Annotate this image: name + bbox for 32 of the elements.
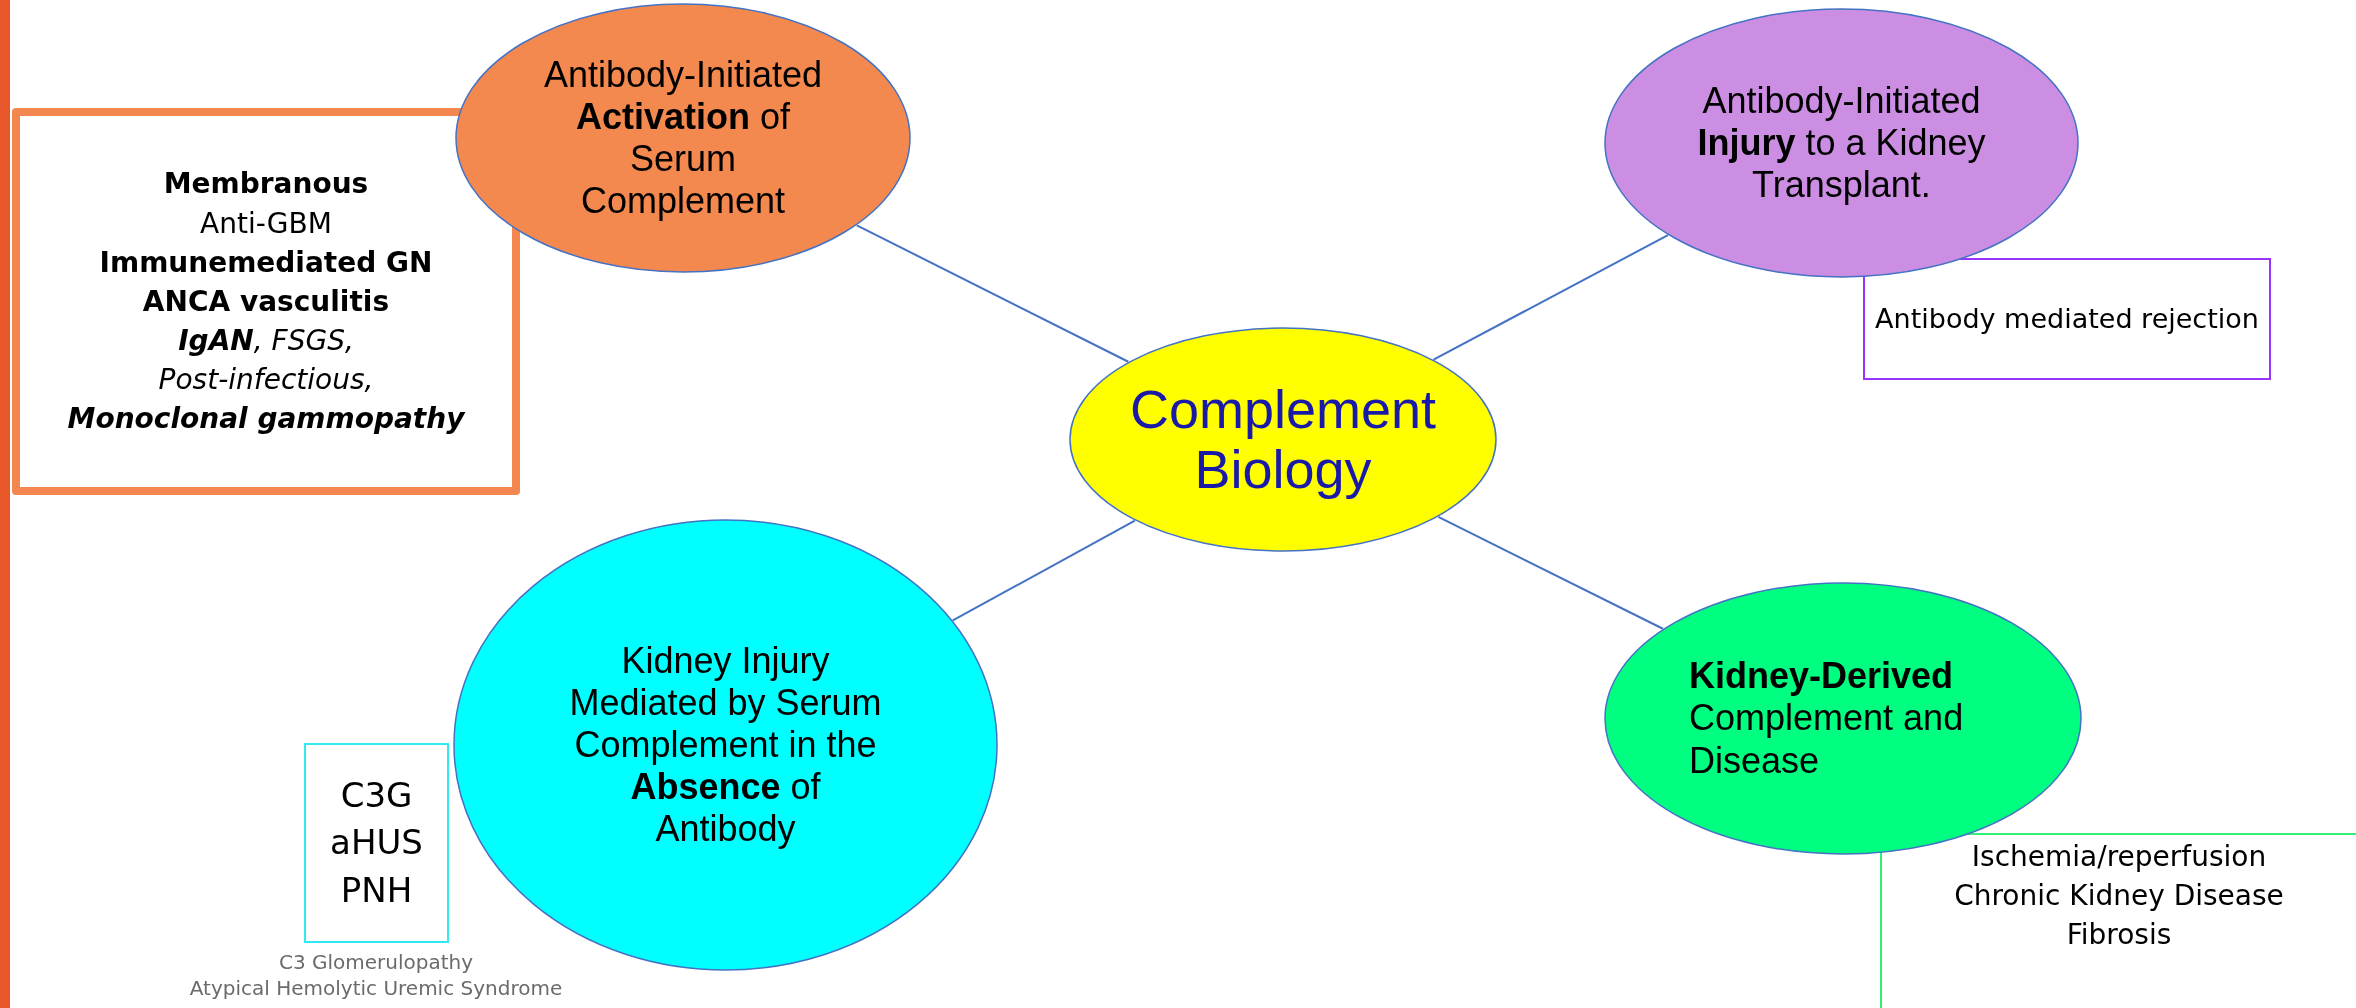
central-ellipse bbox=[1069, 327, 1497, 552]
topic-ellipse bbox=[1604, 8, 2079, 278]
connector-line bbox=[855, 224, 1130, 363]
node-text: Monoclonal gammopathy bbox=[67, 401, 465, 438]
connector-line bbox=[1437, 515, 1664, 630]
topic-ellipse bbox=[455, 3, 911, 273]
node-text: Kidney Injury Mediated by Serum Complement in the Absence of Antibody bbox=[568, 639, 883, 851]
node-text: Complement Biology bbox=[1128, 380, 1438, 499]
node-text: Membranous bbox=[163, 166, 369, 203]
node-text: Anti-GBM bbox=[200, 205, 332, 242]
node-text: Post-infectious, bbox=[158, 362, 374, 399]
node-text: aHUS bbox=[330, 821, 423, 865]
node-text: Fibrosis bbox=[2066, 917, 2172, 954]
note-text: C3 Glomerulopathy bbox=[278, 950, 474, 974]
node-text: IgAN, FSGS, bbox=[178, 323, 354, 360]
node-text: Antibody-Initiated Injury to a Kidney Transplant. bbox=[1696, 79, 1987, 207]
node-text: Antibody-Initiated Activation of Serum Complement bbox=[542, 53, 824, 223]
disease-list-box bbox=[1863, 258, 2271, 380]
node-text: ANCA vasculitis bbox=[142, 283, 390, 320]
node-text: Ischemia/reperfusion bbox=[1971, 839, 2267, 875]
disease-list-box bbox=[1880, 833, 2356, 1008]
connector-line bbox=[951, 519, 1136, 622]
connector-line bbox=[1432, 234, 1669, 361]
node-text: PNH bbox=[340, 868, 413, 912]
node-text: Immunemediated GN bbox=[99, 244, 433, 281]
node-text: Chronic Kidney Disease bbox=[1954, 878, 2284, 915]
disease-list-box bbox=[12, 108, 520, 495]
disease-list-box bbox=[304, 743, 449, 943]
node-text: Antibody mediated rejection bbox=[1875, 302, 2259, 337]
note-text: Atypical Hemolytic Uremic Syndrome bbox=[189, 976, 563, 1000]
node-text: Kidney-Derived Complement and Disease bbox=[1689, 655, 1965, 782]
node-text: C3G bbox=[340, 773, 413, 817]
